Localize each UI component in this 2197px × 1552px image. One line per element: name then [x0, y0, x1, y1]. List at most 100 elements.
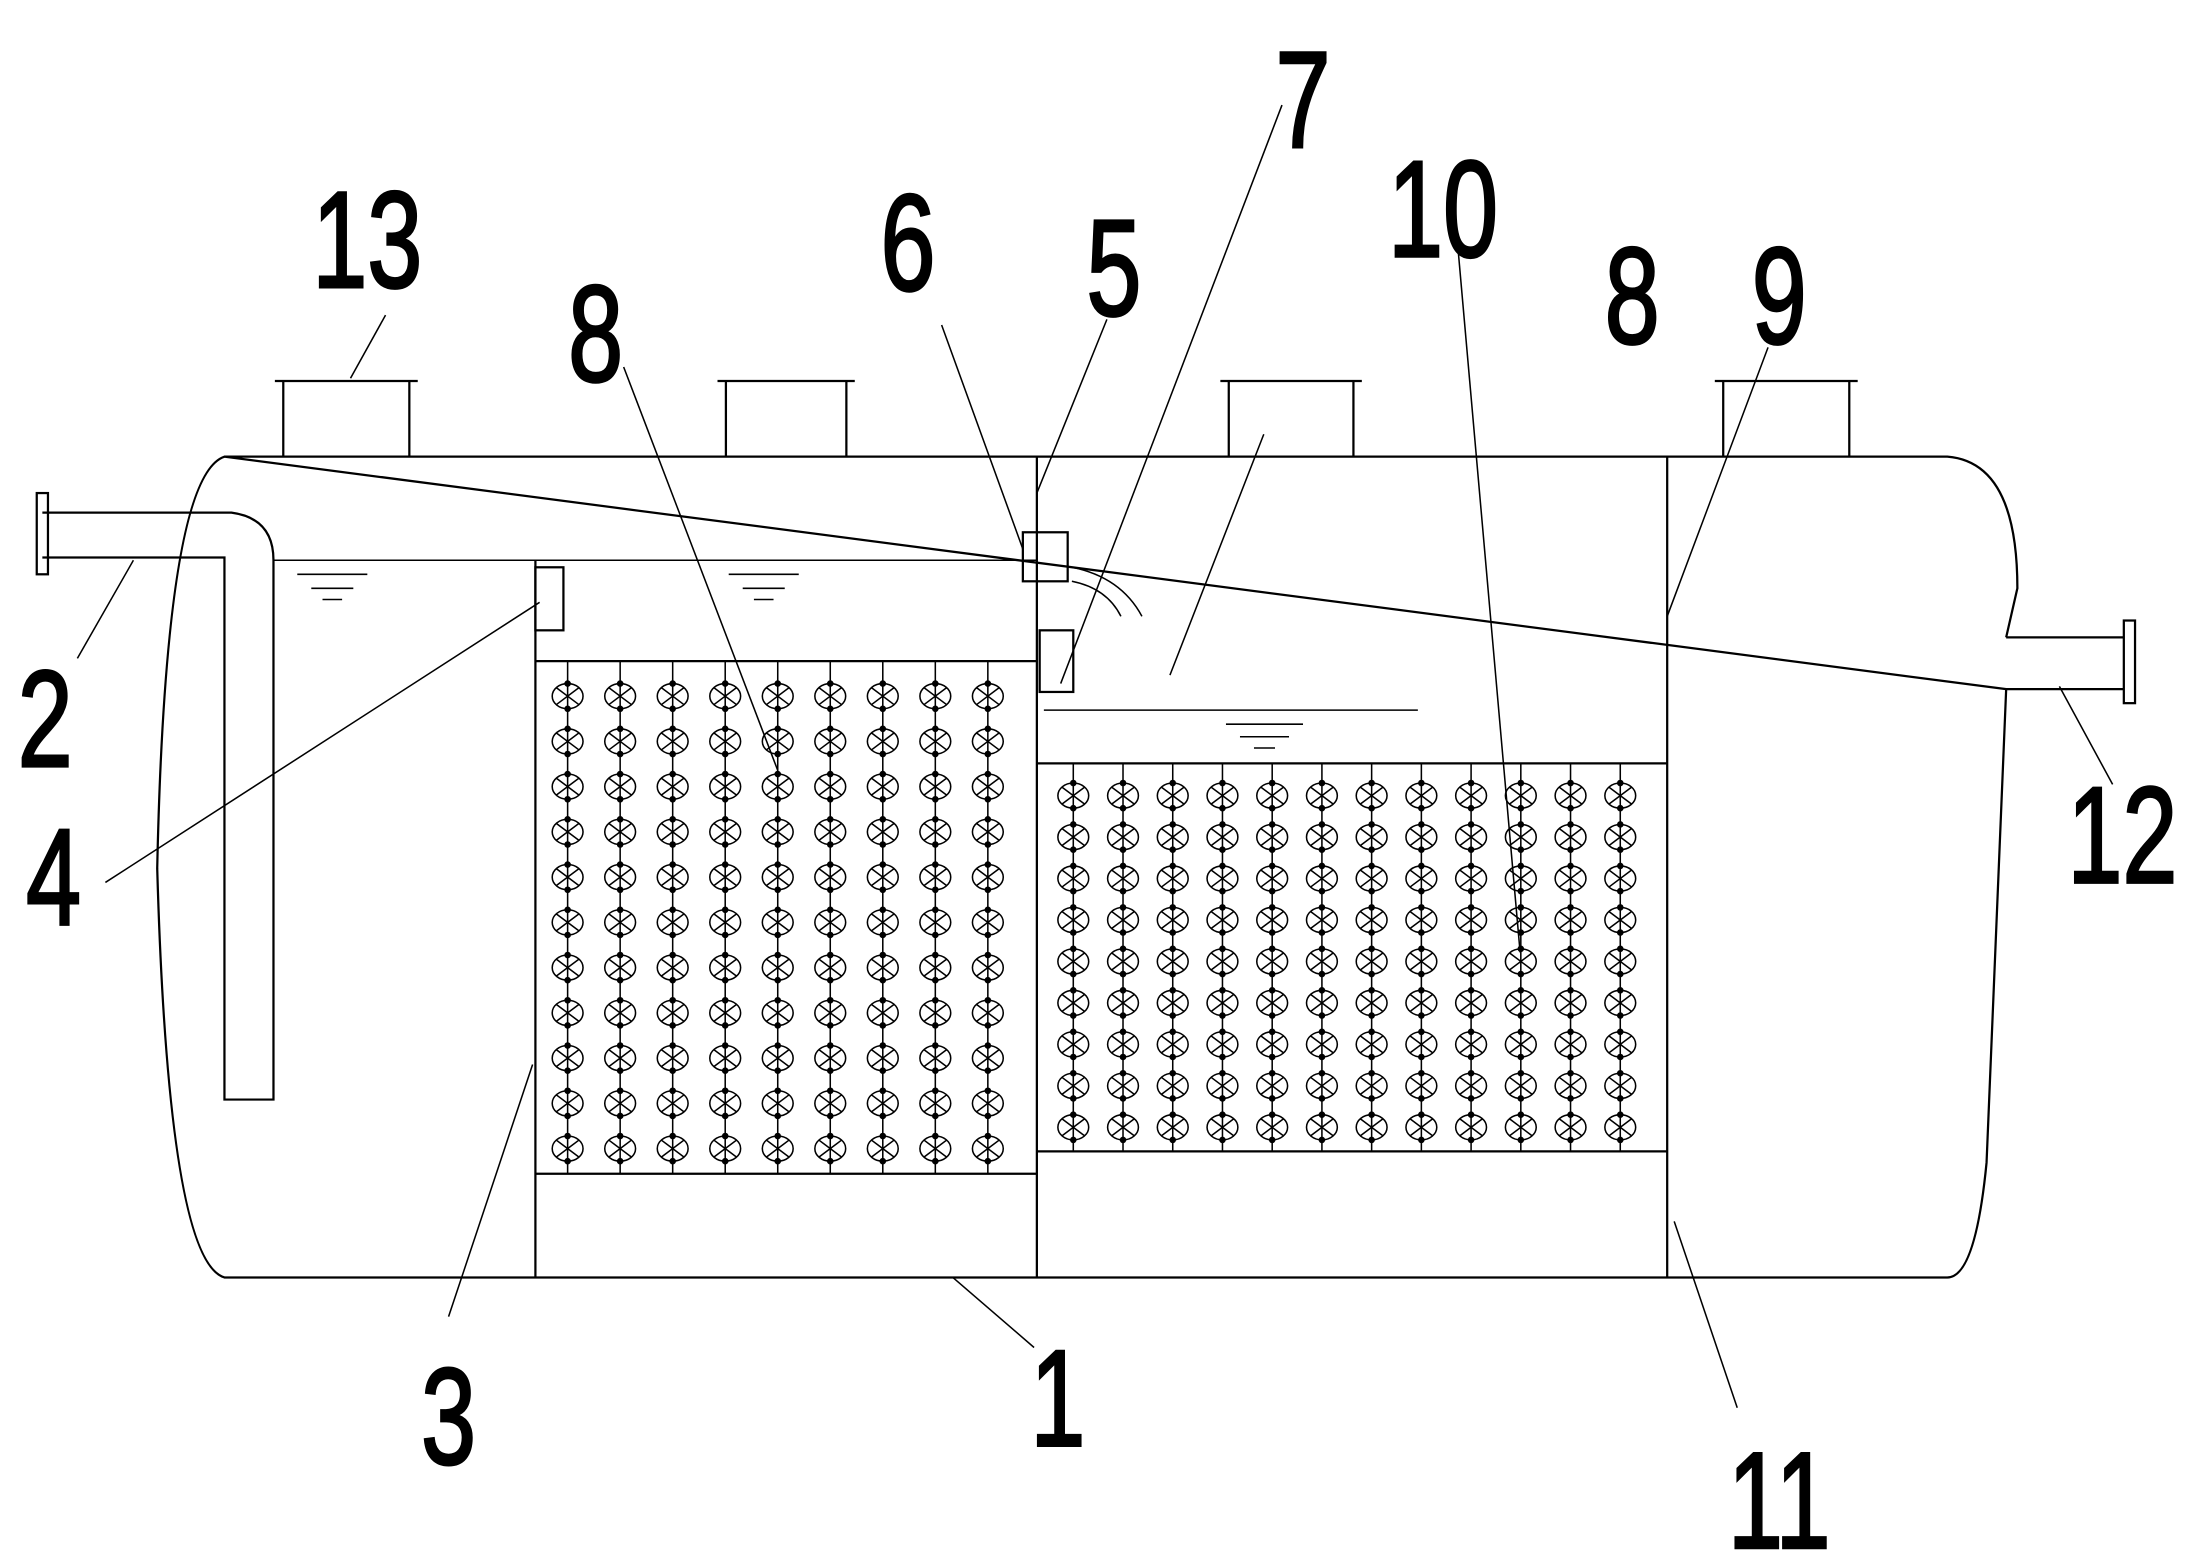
filler-left-element: [709, 1132, 742, 1165]
filler-elements: [551, 661, 1637, 1174]
filler-left-element: [919, 996, 952, 1029]
filler-left-element: [551, 996, 584, 1029]
label-6: 6: [881, 167, 936, 320]
filler-left-element: [761, 1087, 794, 1120]
filler-right-element: [1355, 945, 1388, 978]
filler-left-element: [866, 725, 899, 758]
filler-left-element: [603, 951, 637, 984]
filler-left-element: [866, 770, 899, 803]
tank-shell: [156, 455, 2019, 1279]
filler-right-element: [1106, 862, 1140, 895]
manholes: [274, 379, 1858, 457]
label-10: 10: [1388, 134, 1498, 287]
filler-right-element: [1106, 904, 1140, 936]
filler-left-element: [656, 725, 689, 758]
filler-left-element: [919, 1132, 952, 1165]
filler-left-element: [761, 996, 794, 1029]
filler-right-element: [1156, 821, 1189, 853]
filler-right-element: [1256, 904, 1289, 936]
filler-right-element: [1554, 1069, 1587, 1102]
filler-right-element: [1405, 904, 1438, 936]
filler-left-element: [551, 725, 584, 758]
filler-left-element: [866, 951, 899, 984]
filler-left-element: [866, 1132, 899, 1165]
filler-left-element: [551, 680, 584, 713]
component-6-box: [1021, 531, 1069, 583]
filler-left-element: [971, 861, 1005, 894]
filler-right-element: [1355, 779, 1388, 812]
filler-right-element: [1405, 1028, 1438, 1061]
filler-left-element: [761, 680, 794, 713]
filler-left-element: [551, 770, 584, 803]
filler-right-element: [1057, 1111, 1090, 1144]
filler-right-element: [1156, 1069, 1189, 1102]
filler-right-element: [1454, 987, 1488, 1019]
filler-right-element: [1206, 945, 1239, 978]
filler-left-element: [603, 996, 637, 1029]
filler-right-element: [1256, 779, 1289, 812]
filler-frame-right: [1036, 762, 1668, 1153]
filler-right-element: [1057, 945, 1090, 978]
filler-right-element: [1057, 1069, 1090, 1102]
filler-left-element: [971, 996, 1005, 1029]
filler-left-element: [761, 725, 794, 758]
filler-right-element: [1454, 779, 1488, 812]
label-7: 7: [1276, 24, 1331, 177]
filler-left-element: [814, 770, 847, 803]
filler-right-element: [1504, 987, 1537, 1019]
filler-left-element: [814, 680, 847, 713]
filler-right-element: [1454, 862, 1488, 895]
filler-right-element: [1604, 1028, 1637, 1061]
filler-left-element: [761, 906, 794, 939]
filler-right-element: [1405, 987, 1438, 1019]
filler-left-element: [656, 770, 689, 803]
component-7-box: [1038, 629, 1075, 694]
filler-right-element: [1604, 1069, 1637, 1102]
filler-right-element: [1454, 1111, 1488, 1144]
filler-left-element: [761, 951, 794, 984]
label-1: 1: [1030, 1323, 1085, 1476]
label-9: 9: [1752, 220, 1807, 373]
filler-left-element: [814, 815, 847, 848]
filler-right-element: [1106, 821, 1140, 853]
filler-right-element: [1206, 779, 1239, 812]
label-2: 2: [18, 643, 73, 796]
filler-right-element: [1554, 821, 1587, 853]
filler-left-element: [709, 996, 742, 1029]
filler-left-element: [814, 1087, 847, 1120]
filler-left-element: [866, 996, 899, 1029]
filler-left-element: [709, 1087, 742, 1120]
filler-right-element: [1355, 904, 1388, 936]
filler-right-element: [1256, 945, 1289, 978]
filler-left-element: [866, 861, 899, 894]
label-8-right: 8: [1605, 220, 1660, 373]
filler-left-element: [919, 951, 952, 984]
filler-left-element: [971, 770, 1005, 803]
filler-right-element: [1355, 1069, 1388, 1102]
filler-left-element: [656, 680, 689, 713]
filler-left-element: [709, 906, 742, 939]
filler-right-element: [1057, 779, 1090, 812]
filler-left-element: [814, 1132, 847, 1165]
filler-right-element: [1355, 987, 1388, 1019]
label-13: 13: [312, 164, 422, 317]
filler-right-element: [1206, 904, 1239, 936]
filler-right-element: [1454, 904, 1488, 936]
filler-right-element: [1057, 904, 1090, 936]
filler-right-element: [1206, 821, 1239, 853]
filler-right-element: [1106, 779, 1140, 812]
filler-right-element: [1305, 1028, 1339, 1061]
filler-right-element: [1206, 1028, 1239, 1061]
filler-right-element: [1305, 821, 1339, 853]
filler-right-element: [1504, 862, 1537, 895]
filler-left-element: [919, 725, 952, 758]
filler-right-element: [1057, 1028, 1090, 1061]
filler-right-element: [1554, 945, 1587, 978]
filler-left-element: [919, 906, 952, 939]
filler-left-element: [709, 770, 742, 803]
filler-left-element: [866, 1087, 899, 1120]
filler-left-element: [603, 861, 637, 894]
filler-left-element: [761, 861, 794, 894]
filler-left-element: [551, 861, 584, 894]
filler-left-element: [919, 1087, 952, 1120]
